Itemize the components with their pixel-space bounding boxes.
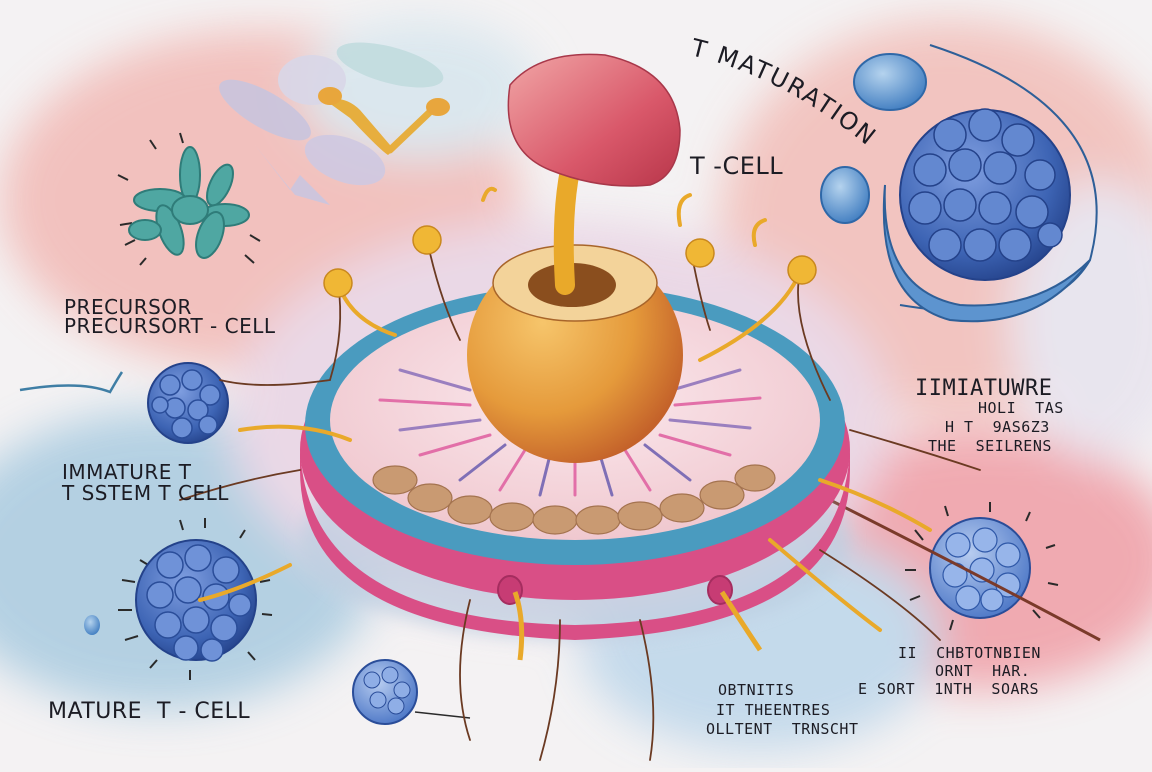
precursor-label-line1: PRECURSOR — [64, 295, 192, 319]
bottom-right-label-line1: II CHBTOTNBIEN — [898, 644, 1041, 662]
immature-right-label-line4: THE SEILRENS — [928, 437, 1052, 455]
immature-right-label-line3: H T 9AS6Z3 — [945, 418, 1050, 436]
small-cell-bottom — [352, 659, 471, 725]
cell-right — [829, 498, 1101, 642]
mature-cell — [84, 518, 273, 680]
bottom-center-label-line1: OBTNITIS — [718, 681, 795, 699]
immature-left-label-line2: T SSTEM T CELL — [62, 481, 229, 505]
bottom-right-label-line2: ORNT HAR. — [935, 662, 1031, 680]
precursor-label-line2: PRECURSORT - CELL — [64, 314, 276, 338]
bottom-center-label-line2: IT THEENTRES — [716, 701, 831, 719]
cell-top-right — [820, 44, 1098, 323]
filaments — [179, 186, 981, 761]
mature-label: MATURE T - CELL — [48, 699, 251, 724]
mushroom-receptor — [507, 53, 681, 295]
immature-left-label-line1: IMMATURE T — [62, 460, 192, 484]
immature-right-label-line2: HOLI TAS — [978, 399, 1064, 417]
central-organelle — [300, 244, 850, 661]
immature-cell-left — [19, 362, 229, 444]
center-label: T -CELL — [690, 152, 784, 180]
floating-organelles — [219, 42, 450, 205]
bottom-center-label-line3: OLLTENT TRNSCHT — [706, 720, 859, 738]
bottom-right-label-line3: E SORT 1NTH SOARS — [858, 680, 1040, 698]
precursor-cell — [117, 132, 261, 266]
immature-right-label-line1: IIMIATUWRE — [915, 376, 1053, 401]
